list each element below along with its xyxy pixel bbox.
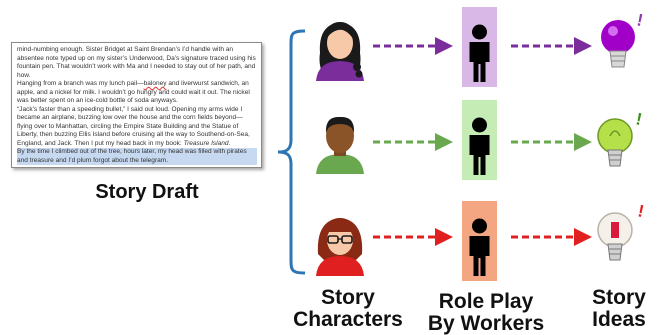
draft-paragraph-highlighted: By the time I climbed out of the tree, h… (17, 148, 257, 165)
draft-paragraph-1: mind-numbing enough. Sister Bridget at S… (17, 46, 256, 79)
lightbulb-green-icon: ! (597, 109, 644, 167)
character-girl-glasses-icon (316, 218, 364, 276)
story-draft-document: mind-numbing enough. Sister Bridget at S… (11, 42, 262, 168)
draft-paragraph-3: “Jack’s faster than a speeding bullet,” … (17, 105, 250, 147)
lightbulb-red-icon: ! (597, 201, 646, 261)
character-man-icon (316, 116, 364, 174)
draft-paragraph-2: Hanging from a branch was my lunch pail—… (17, 80, 250, 104)
book-title: Treasure Island (183, 139, 229, 147)
lightbulb-purple-icon: ! (601, 10, 645, 68)
story-draft-label: Story Draft (95, 181, 199, 203)
character-woman-icon (316, 22, 364, 81)
svg-text:!: ! (634, 109, 643, 129)
bracket (277, 29, 306, 275)
misspelled-word: baloney (143, 80, 167, 87)
svg-text:!: ! (636, 201, 645, 221)
svg-text:!: ! (635, 10, 644, 30)
